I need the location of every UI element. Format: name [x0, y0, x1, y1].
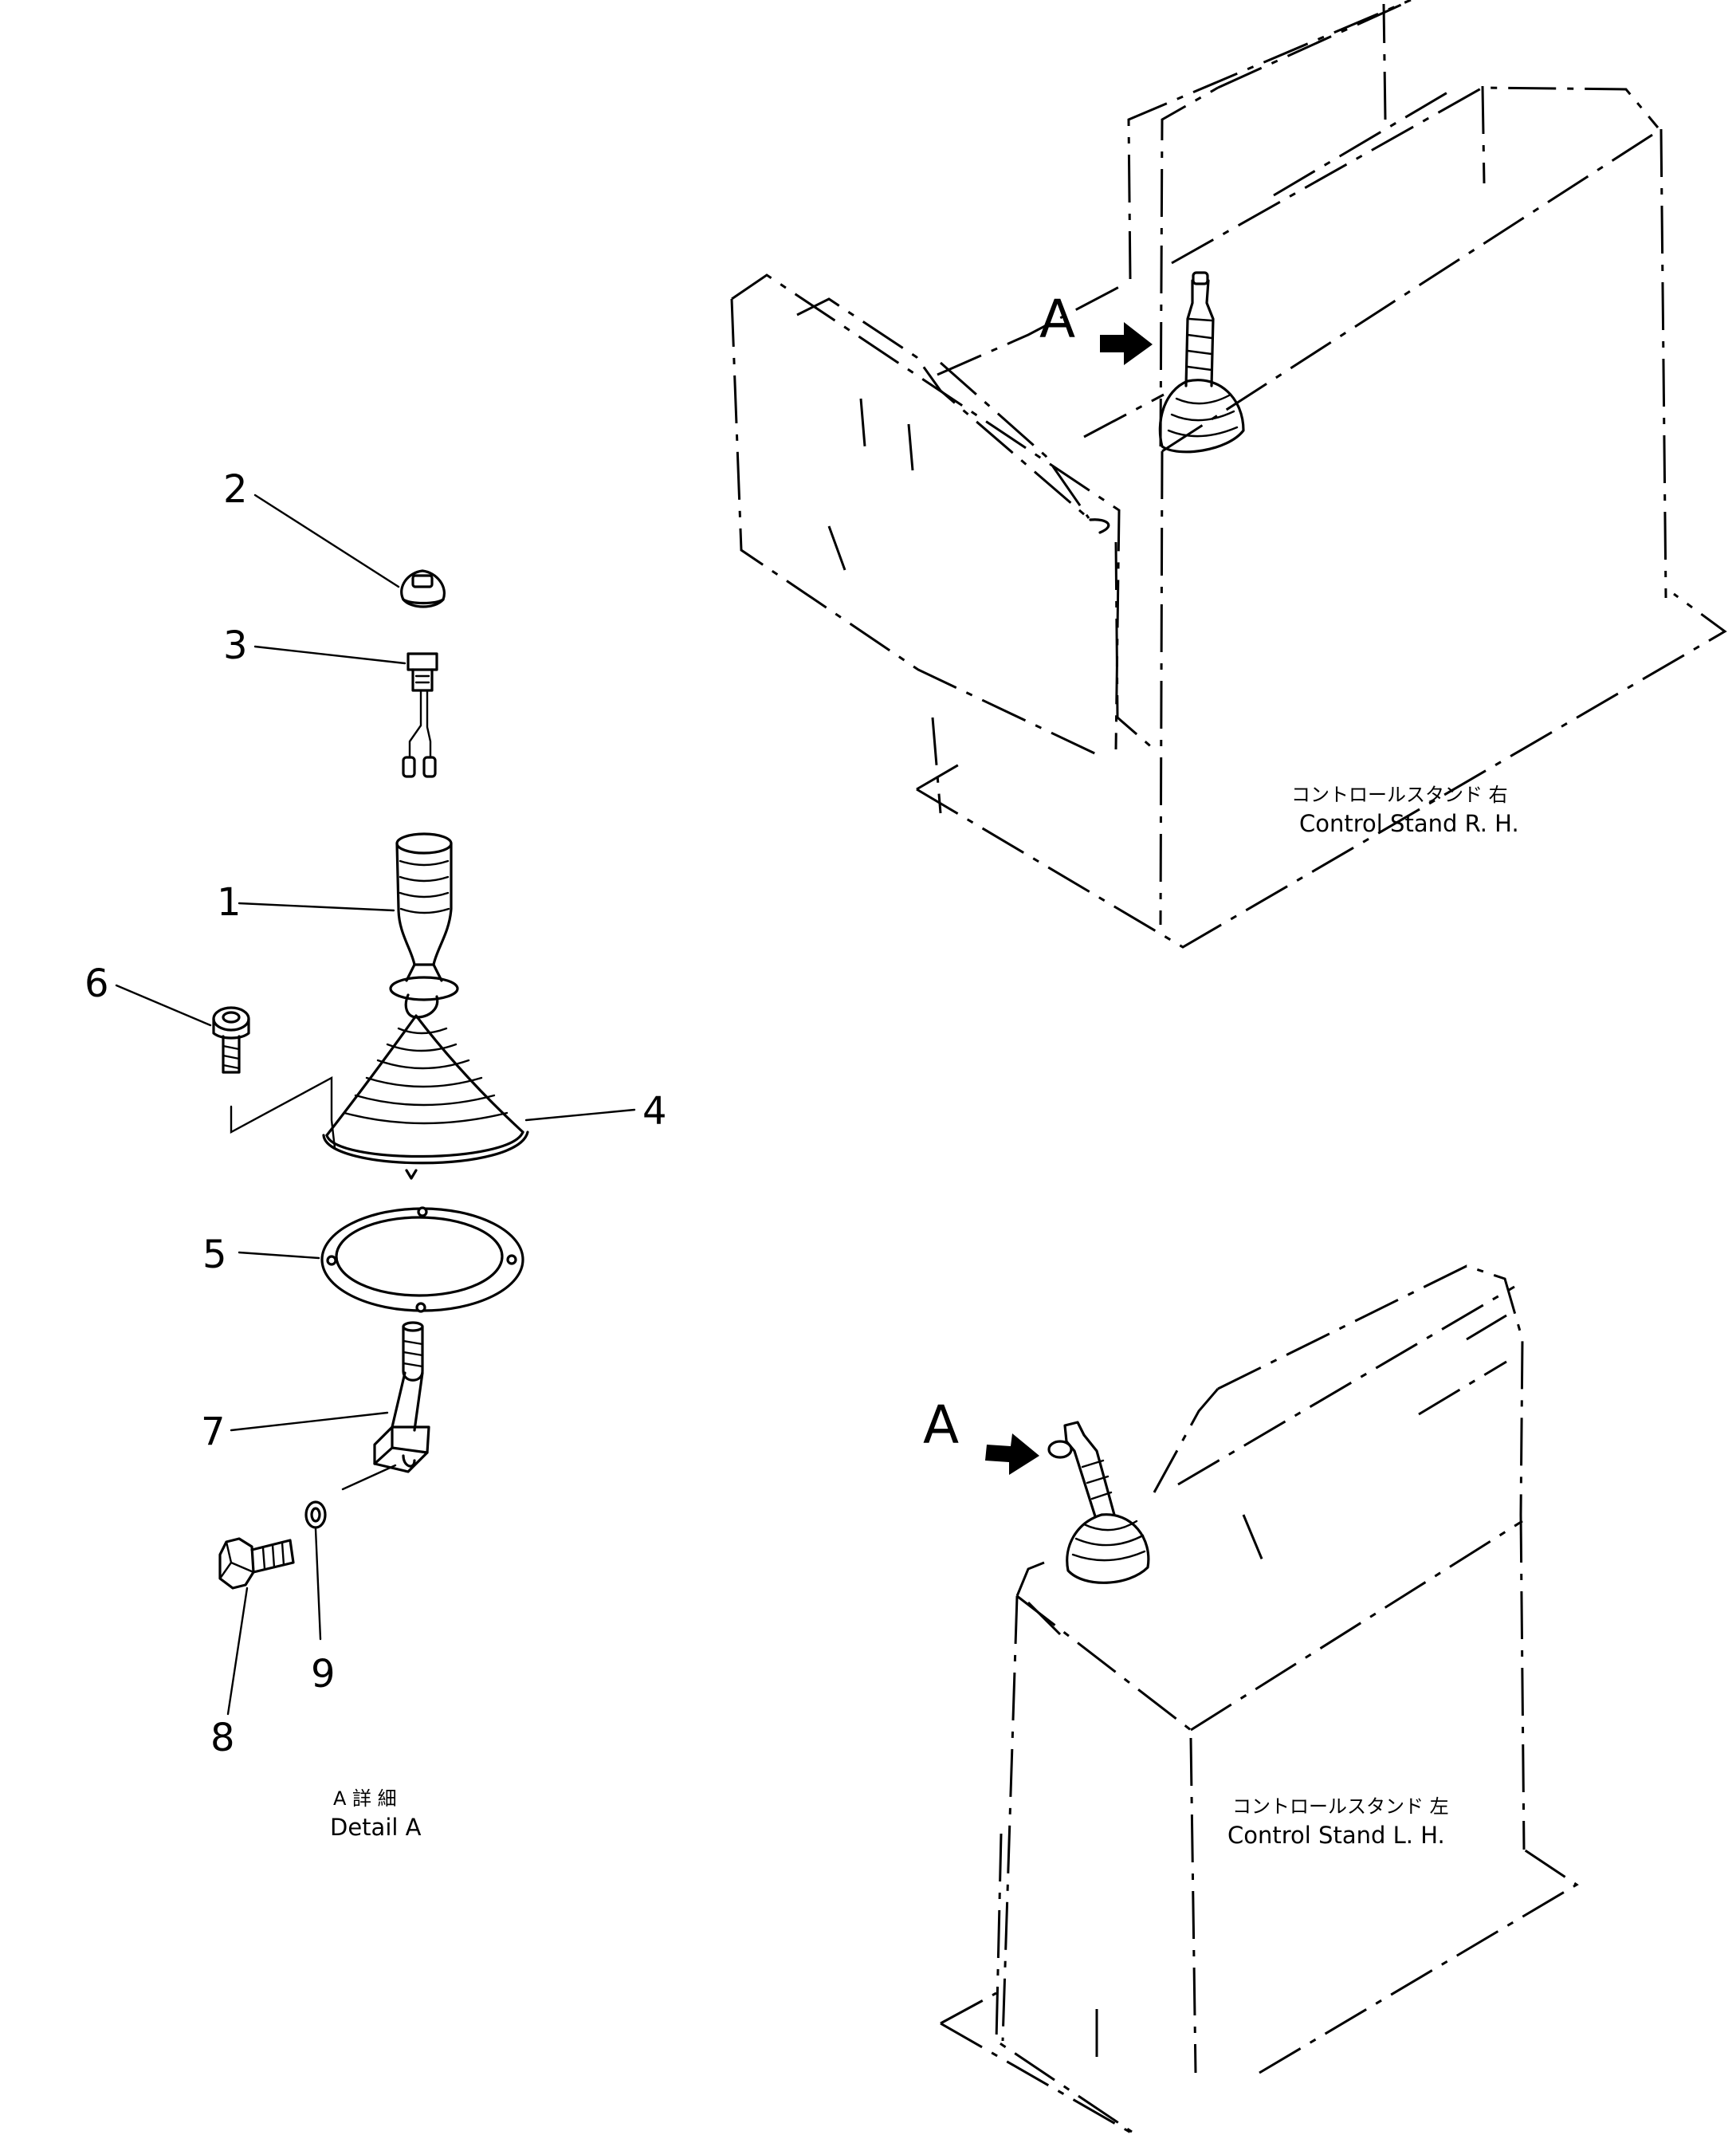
part-3-switch: [402, 652, 438, 778]
rh-caption-en: Control Stand R. H.: [1299, 810, 1519, 837]
rh-pointer-arrow-icon: [1100, 322, 1153, 365]
part-6-screw: [212, 1006, 250, 1074]
rh-caption-jp: コントロールスタンド 右: [1291, 784, 1508, 806]
detail-a-caption-jp: A 詳 細: [333, 1787, 397, 1810]
part-8-bolt: [218, 1537, 295, 1716]
control-stand-lh-view: A コントロールスタンド 左 Control Stand L. H.: [923, 1264, 1579, 2135]
callout-3: 3: [223, 623, 248, 668]
detail-a-exploded-view: 2 3 1 6 4 5 7 9 8 A 詳 細 Detail A: [84, 467, 667, 1841]
rh-stand-lever: [1158, 271, 1245, 454]
callout-2: 2: [223, 467, 248, 512]
callout-9: 9: [311, 1652, 336, 1697]
part-2-cap: [400, 569, 446, 608]
part-7-lever: [230, 1321, 430, 1491]
detail-a-caption-en: Detail A: [330, 1814, 422, 1841]
callout-8: 8: [210, 1716, 235, 1760]
part-5-gasket: [238, 1206, 524, 1313]
callout-4: 4: [642, 1089, 667, 1134]
control-stand-rh-view: A コントロールスタンド 右 Control Stand R. H.: [730, 0, 1727, 949]
part-1-grip: [389, 832, 459, 1001]
lh-caption-jp: コントロールスタンド 左: [1232, 1795, 1449, 1818]
lh-pointer-arrow-icon: [985, 1433, 1039, 1475]
screw-assembly-leader: [230, 1075, 336, 1150]
lh-stand-lever: [1047, 1421, 1150, 1584]
callout-1: 1: [217, 880, 242, 925]
lh-detail-marker: A: [923, 1394, 959, 1456]
rh-detail-marker: A: [1039, 289, 1075, 350]
callout-6: 6: [84, 961, 109, 1006]
callout-7: 7: [201, 1410, 226, 1454]
part-9-washer: [304, 1500, 327, 1641]
lh-caption-en: Control Stand L. H.: [1227, 1822, 1445, 1849]
part-4-boot: [322, 993, 636, 1180]
callout-5: 5: [202, 1233, 227, 1277]
